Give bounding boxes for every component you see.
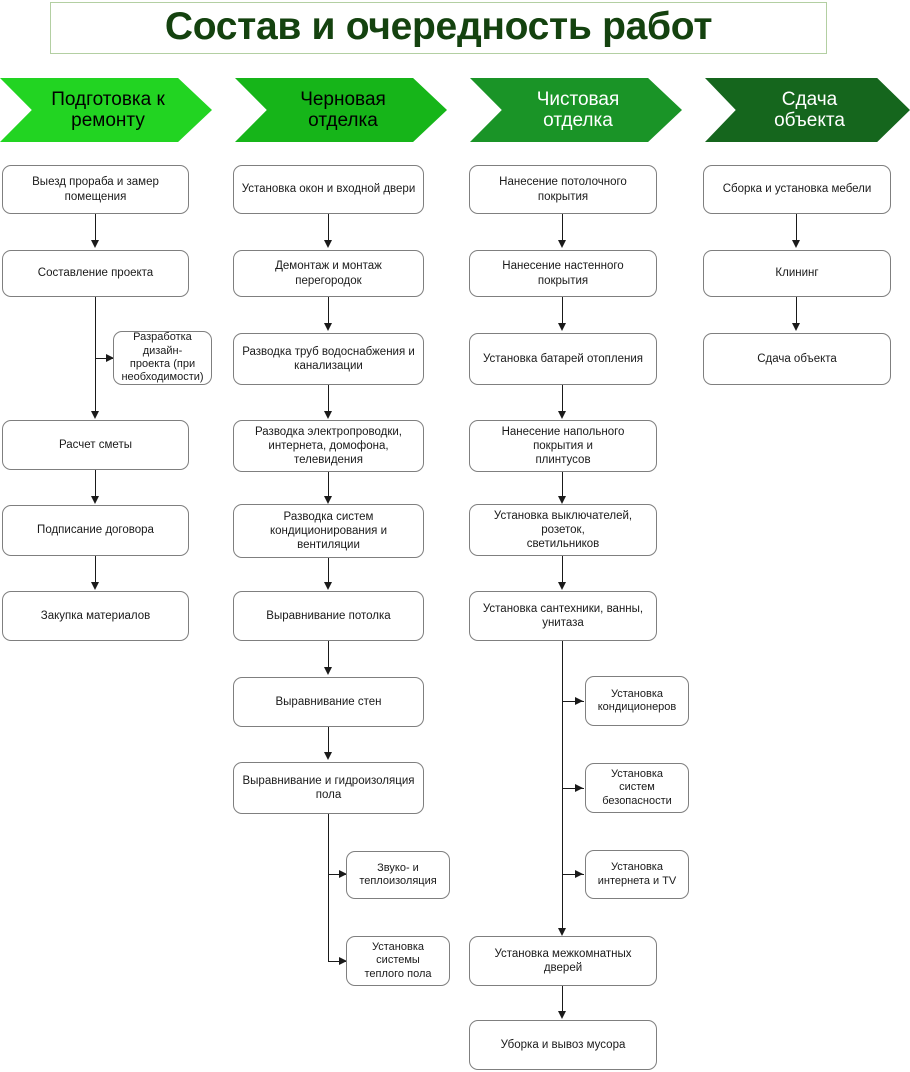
connector-c3-branch-trunk [562, 641, 564, 931]
arrowhead-c1-branch [106, 354, 114, 362]
node-c3-security-systems[interactable]: Установка систем безопасности [585, 763, 689, 813]
connector-c2-branch-trunk [328, 814, 330, 962]
phase-chevron-fine-finishing[interactable]: Чистовая отделка [470, 78, 682, 142]
node-c2-partitions[interactable]: Демонтаж и монтаж перегородок [233, 250, 424, 297]
chart-title-box: Состав и очередность работ [50, 2, 827, 54]
connector-c3-1 [562, 214, 564, 242]
node-c3-floor-coating[interactable]: Нанесение напольного покрытия и плинтусо… [469, 420, 657, 472]
connector-c1-3 [95, 470, 97, 498]
node-c3-ceiling-coating[interactable]: Нанесение потолочного покрытия [469, 165, 657, 214]
arrowhead-c3-5 [558, 582, 566, 590]
page-title: Состав и очередность работ [164, 5, 713, 49]
arrowhead-c2-3 [324, 411, 332, 419]
connector-c3-2 [562, 297, 564, 325]
node-c3-wall-coating[interactable]: Нанесение настенного покрытия [469, 250, 657, 297]
connector-c4-2 [796, 297, 798, 325]
node-c2-electrical[interactable]: Разводка электропроводки, интернета, дом… [233, 420, 424, 472]
arrowhead-c1-4 [91, 582, 99, 590]
node-c3-air-conditioners[interactable]: Установка кондиционеров [585, 676, 689, 726]
phase-chevron-rough-finishing-label: Черновая отделка [300, 88, 386, 131]
connector-c1-2 [95, 297, 97, 412]
arrowhead-c2-5 [324, 582, 332, 590]
connector-c4-1 [796, 214, 798, 242]
node-c2-plumbing-pipes[interactable]: Разводка труб водоснабжения и канализаци… [233, 333, 424, 385]
node-c2-hvac[interactable]: Разводка систем кондиционирования и вент… [233, 504, 424, 558]
connector-c3-4 [562, 472, 564, 498]
node-c2-wall-leveling[interactable]: Выравнивание стен [233, 677, 424, 727]
node-c2-sound-heat-insulation[interactable]: Звуко- и теплоизоляция [346, 851, 450, 899]
arrowhead-c3-1 [558, 240, 566, 248]
connector-c3-5 [562, 556, 564, 584]
connector-c3-3 [562, 385, 564, 413]
arrowhead-c3-trunk [558, 928, 566, 936]
node-c3-cleanup-waste[interactable]: Уборка и вывоз мусора [469, 1020, 657, 1070]
arrowhead-c1-1 [91, 240, 99, 248]
arrowhead-c3-4 [558, 496, 566, 504]
connector-c3-branch-2 [562, 788, 584, 790]
node-c3-radiators[interactable]: Установка батарей отопления [469, 333, 657, 385]
phase-chevron-handover-label: Сдача объекта [774, 88, 845, 131]
connector-c2-branch-2 [328, 961, 348, 963]
connector-c2-5 [328, 558, 330, 584]
arrowhead-c2-6 [324, 667, 332, 675]
phase-chevron-preparation-label: Подготовка к ремонту [51, 88, 165, 131]
node-c1-site-visit[interactable]: Выезд прораба и замер помещения [2, 165, 189, 214]
arrowhead-c3-branch-3 [575, 870, 583, 878]
phase-chevron-rough-finishing[interactable]: Черновая отделка [235, 78, 447, 142]
arrowhead-c2-2 [324, 323, 332, 331]
arrowhead-c2-branch-2 [339, 957, 347, 965]
arrowhead-c2-branch-1 [339, 870, 347, 878]
arrowhead-c1-3 [91, 496, 99, 504]
connector-c2-1 [328, 214, 330, 242]
node-c4-handover[interactable]: Сдача объекта [703, 333, 891, 385]
node-c4-cleaning[interactable]: Клининг [703, 250, 891, 297]
arrowhead-c1-2 [91, 411, 99, 419]
connector-c2-6 [328, 641, 330, 669]
node-c2-windows-doors[interactable]: Установка окон и входной двери [233, 165, 424, 214]
arrowhead-c3-branch-1 [575, 697, 583, 705]
arrowhead-c2-7 [324, 752, 332, 760]
arrowhead-c3-6 [558, 1011, 566, 1019]
arrowhead-c2-4 [324, 496, 332, 504]
node-c1-design-project[interactable]: Разработка дизайн- проекта (при необходи… [113, 331, 212, 385]
phase-chevron-handover[interactable]: Сдача объекта [705, 78, 910, 142]
connector-c2-4 [328, 472, 330, 498]
arrowhead-c4-2 [792, 323, 800, 331]
node-c1-estimate[interactable]: Расчет сметы [2, 420, 189, 470]
node-c3-interior-doors[interactable]: Установка межкомнатных дверей [469, 936, 657, 986]
connector-c3-6 [562, 986, 564, 1013]
phase-chevron-preparation[interactable]: Подготовка к ремонту [0, 78, 212, 142]
connector-c2-2 [328, 297, 330, 325]
connector-c2-7 [328, 727, 330, 754]
node-c4-furniture-assembly[interactable]: Сборка и установка мебели [703, 165, 891, 214]
node-c2-ceiling-leveling[interactable]: Выравнивание потолка [233, 591, 424, 641]
arrowhead-c3-branch-2 [575, 784, 583, 792]
arrowhead-c4-1 [792, 240, 800, 248]
phase-chevron-fine-finishing-label: Чистовая отделка [536, 88, 620, 131]
node-c3-internet-tv[interactable]: Установка интернета и TV [585, 850, 689, 899]
connector-c1-branch [95, 358, 115, 360]
connector-c1-1 [95, 214, 97, 242]
connector-c3-branch-1 [562, 701, 584, 703]
node-c2-underfloor-heating[interactable]: Установка системы теплого пола [346, 936, 450, 986]
node-c3-switches-sockets[interactable]: Установка выключателей, розеток, светиль… [469, 504, 657, 556]
node-c1-project-drafting[interactable]: Составление проекта [2, 250, 189, 297]
connector-c1-4 [95, 556, 97, 584]
connector-c3-branch-3 [562, 874, 584, 876]
arrowhead-c3-3 [558, 411, 566, 419]
connector-c2-branch-1 [328, 874, 348, 876]
arrowhead-c3-2 [558, 323, 566, 331]
arrowhead-c2-1 [324, 240, 332, 248]
connector-c2-3 [328, 385, 330, 413]
node-c1-contract-signing[interactable]: Подписание договора [2, 505, 189, 556]
node-c2-floor-leveling[interactable]: Выравнивание и гидроизоляция пола [233, 762, 424, 814]
node-c1-materials-purchase[interactable]: Закупка материалов [2, 591, 189, 641]
node-c3-sanitary-ware[interactable]: Установка сантехники, ванны, унитаза [469, 591, 657, 641]
